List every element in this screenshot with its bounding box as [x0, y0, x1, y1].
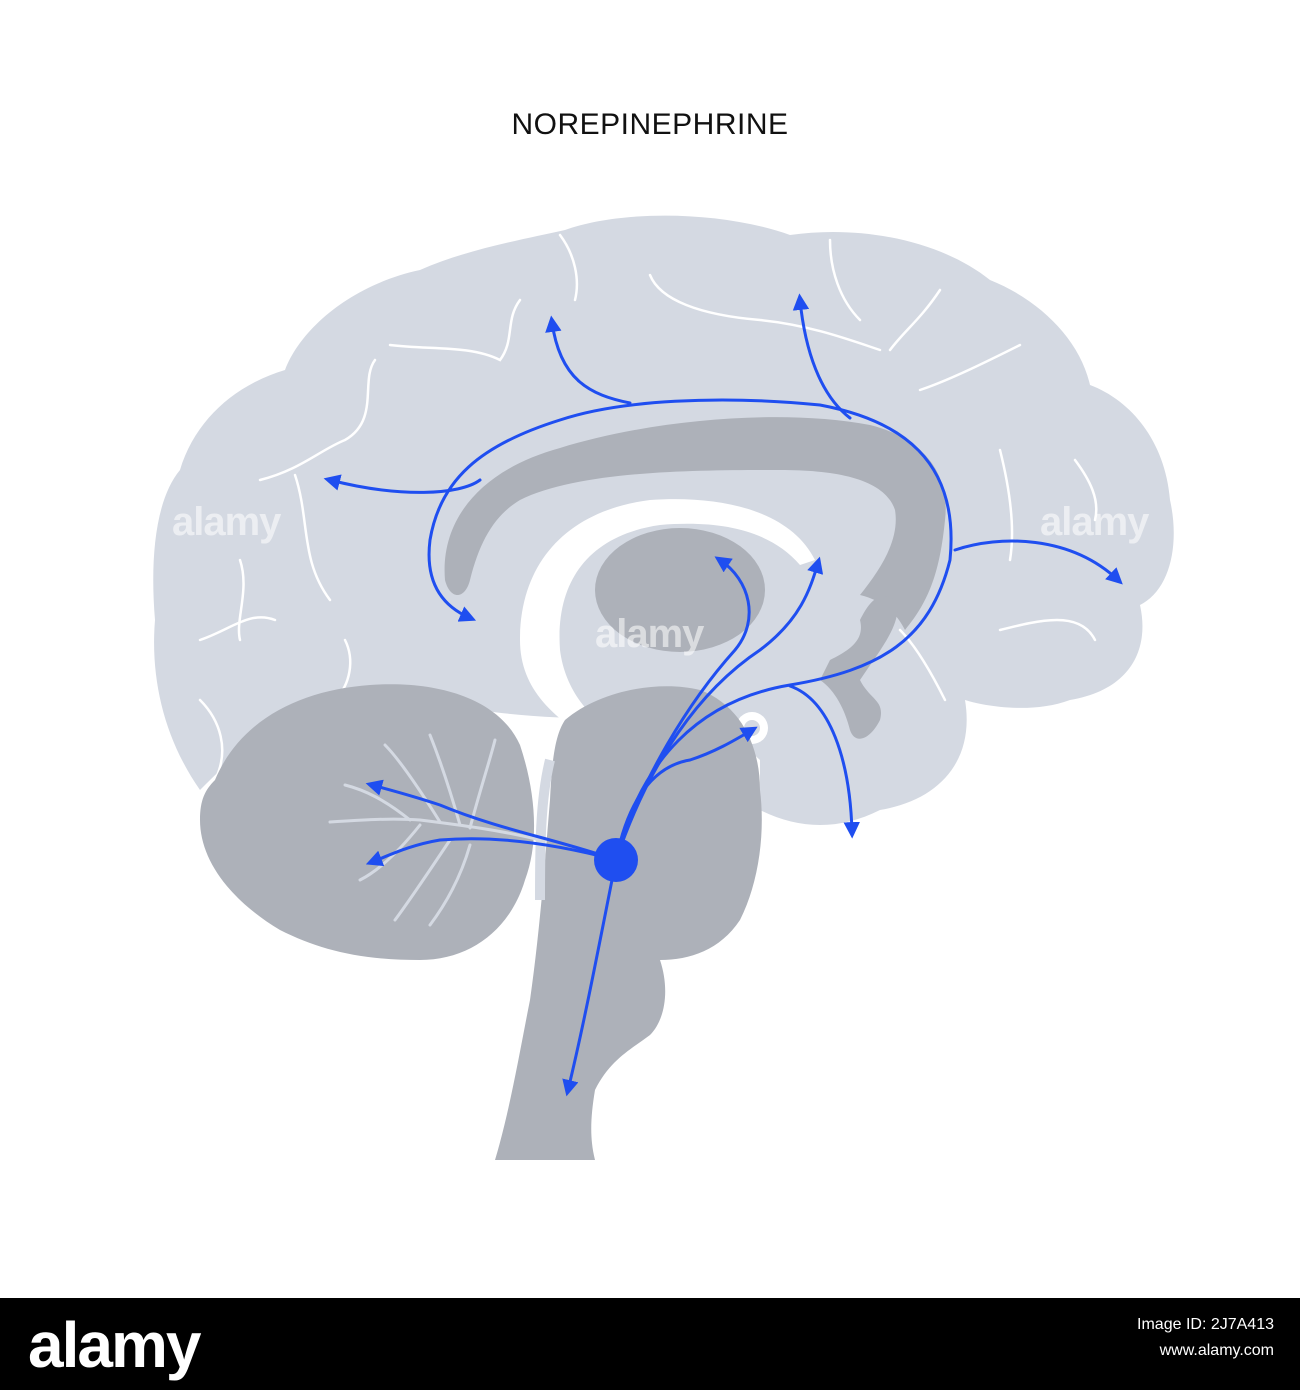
brainstem	[495, 686, 762, 1160]
watermark-left: alamy	[172, 500, 281, 544]
locus-node-icon	[594, 838, 638, 882]
footer-url: www.alamy.com	[1159, 1342, 1274, 1359]
footer-meta: Image ID: 2J7A413 www.alamy.com	[1137, 1312, 1274, 1364]
footer-logo: alamy	[28, 1309, 201, 1381]
norepinephrine-pathways	[323, 293, 1123, 1097]
image-id-line: Image ID: 2J7A413	[1137, 1316, 1274, 1333]
fourth-ventricle	[535, 758, 555, 901]
watermark-center: alamy	[595, 612, 704, 656]
footer-bar: alamy Image ID: 2J7A413 www.alamy.com	[0, 1298, 1300, 1390]
brain-diagram	[153, 215, 1174, 1160]
diagram-title: NOREPINEPHRINE	[511, 108, 789, 141]
watermark-right: alamy	[1040, 500, 1149, 544]
corpus-callosum	[444, 417, 946, 630]
cortex-sulci	[198, 233, 1098, 782]
